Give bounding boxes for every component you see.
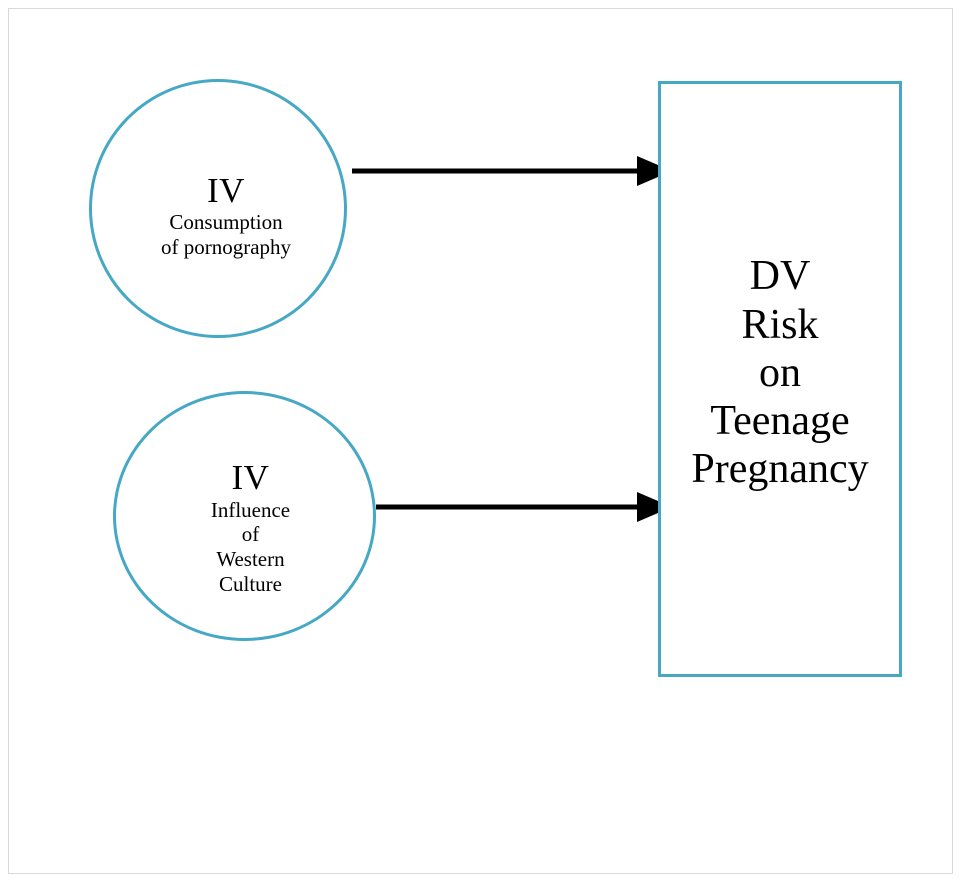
node-iv1-title: IV bbox=[207, 171, 245, 211]
node-iv1-content: IV Consumption of pornography bbox=[147, 173, 305, 259]
node-dv-label-line-2: Risk bbox=[741, 301, 819, 348]
node-dv-label-line-5: Pregnancy bbox=[691, 446, 869, 493]
node-iv2-title: IV bbox=[231, 457, 270, 497]
node-iv2-label-line-2: of bbox=[241, 522, 260, 547]
node-dv-label-line-1: DV bbox=[749, 253, 811, 300]
node-iv2-content: IV Influence of Western Culture bbox=[197, 460, 304, 596]
node-dv-label-line-3: on bbox=[759, 349, 801, 396]
node-iv2-label-line-4: Culture bbox=[218, 571, 282, 596]
node-iv-consumption-of-pornography: IV Consumption of pornography bbox=[89, 79, 347, 338]
node-dv-risk-on-teenage-pregnancy: DV Risk on Teenage Pregnancy bbox=[658, 81, 902, 677]
node-iv1-label-line-1: Consumption bbox=[169, 210, 283, 235]
diagram-layer: IV Consumption of pornography IV Influen… bbox=[9, 9, 954, 875]
diagram-canvas: IV Consumption of pornography IV Influen… bbox=[8, 8, 953, 874]
node-dv-content: DV Risk on Teenage Pregnancy bbox=[661, 252, 899, 493]
node-iv2-label-line-3: Western bbox=[216, 547, 285, 571]
node-iv2-label-line-1: Influence bbox=[210, 497, 291, 522]
node-dv-label-line-4: Teenage bbox=[710, 398, 850, 445]
node-iv-influence-of-western-culture: IV Influence of Western Culture bbox=[113, 391, 376, 641]
node-iv1-label-line-2: of pornography bbox=[160, 235, 292, 259]
